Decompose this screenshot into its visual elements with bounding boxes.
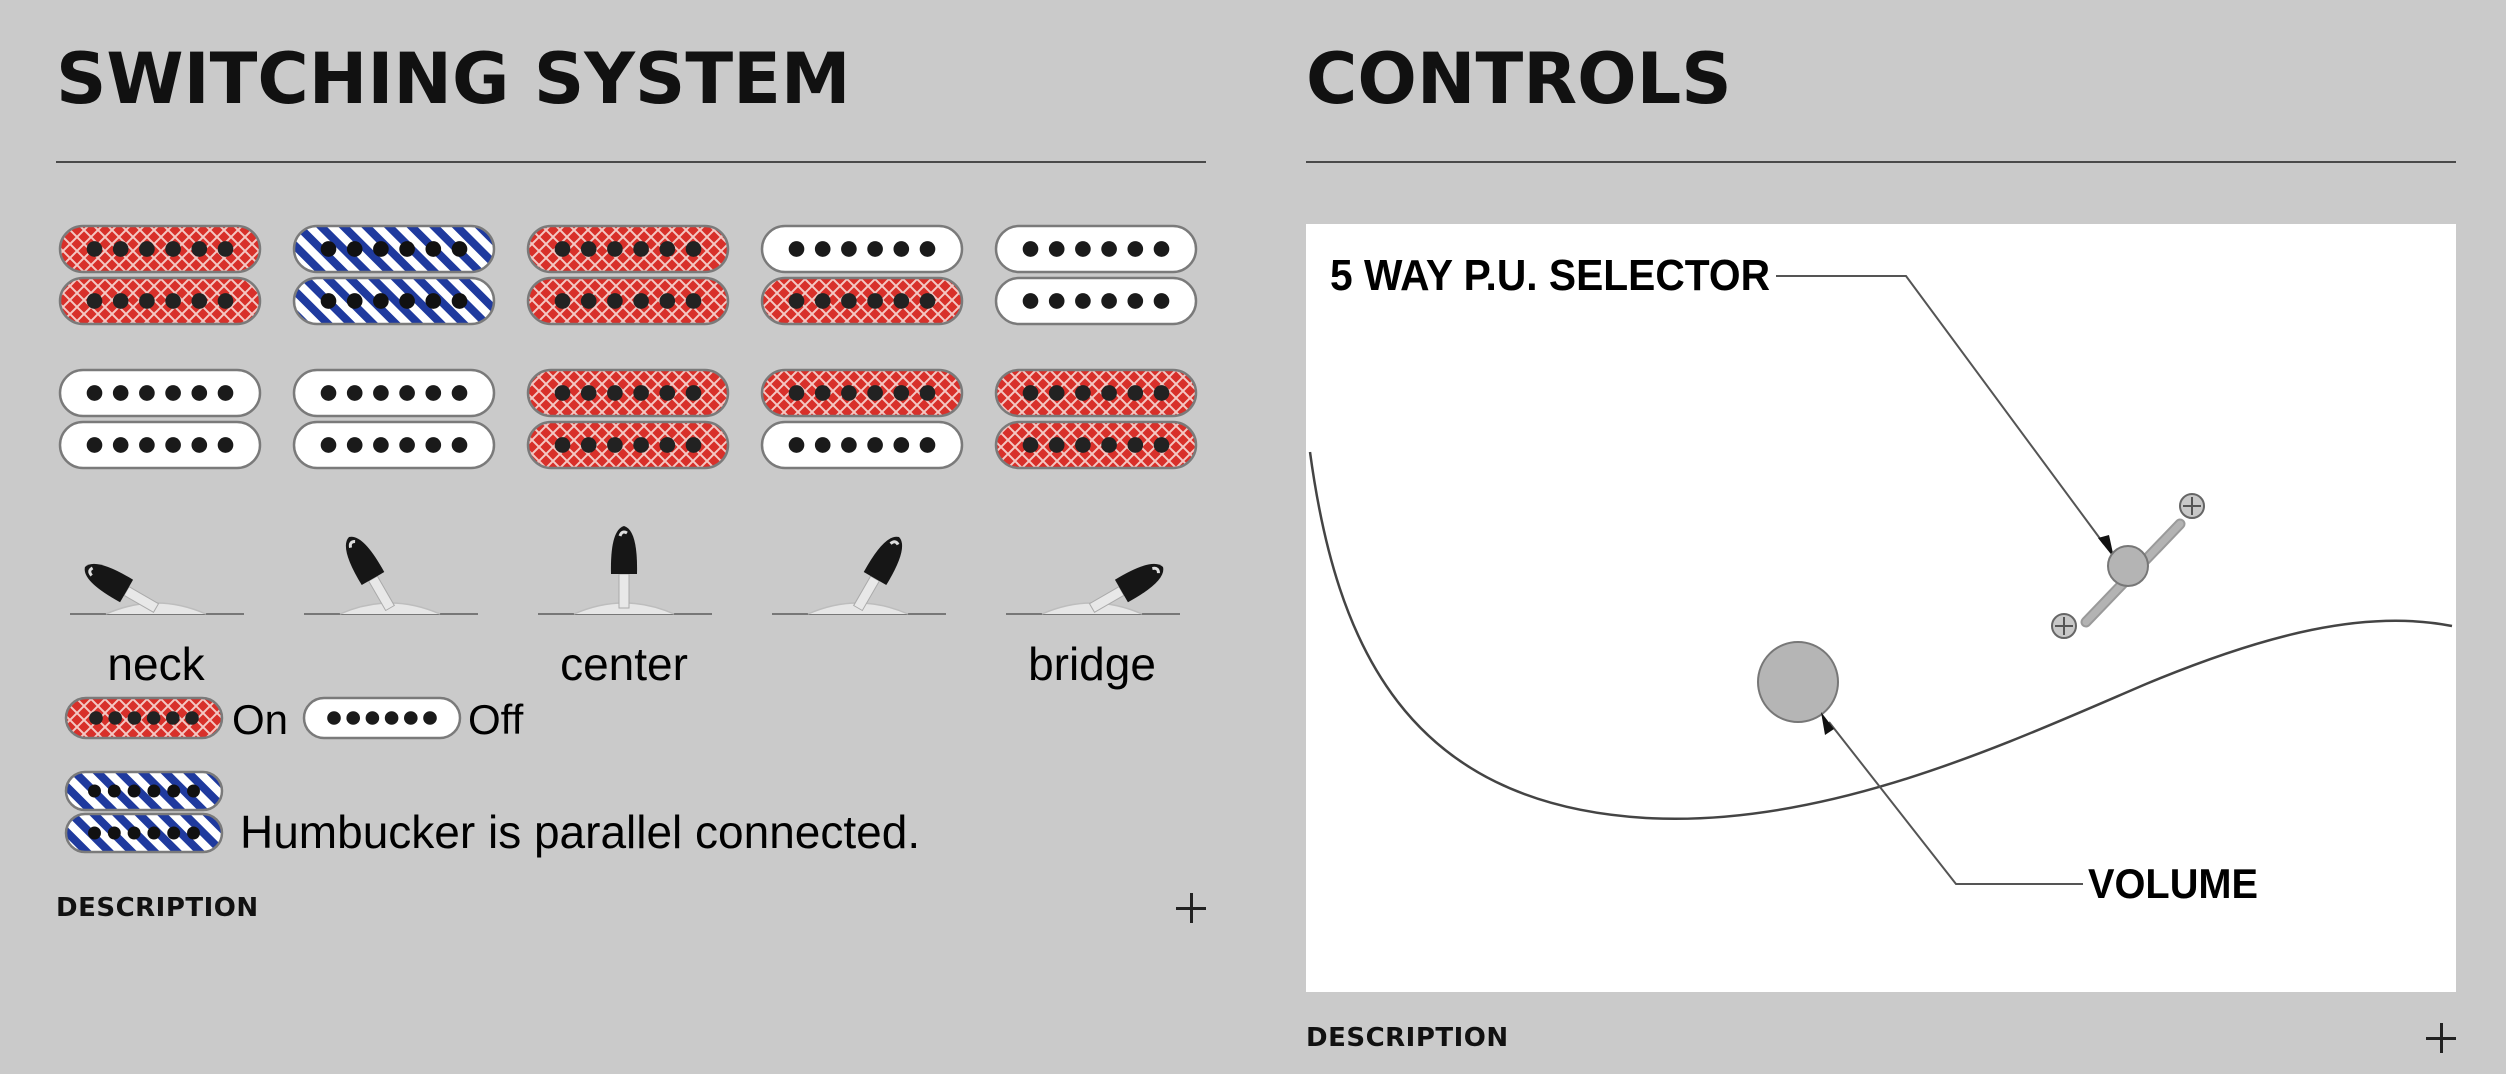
lower-pickup-bottom-coil xyxy=(994,420,1198,470)
upper-pickup-top-coil xyxy=(760,224,964,274)
upper-pickup-bottom-coil xyxy=(526,276,730,326)
lower-pickup-bottom-coil xyxy=(526,420,730,470)
legend-off-label: Off xyxy=(468,696,524,743)
lower-pickup-bottom-coil xyxy=(760,420,964,470)
selector-lever-icon xyxy=(538,526,712,615)
legend-on-swatch xyxy=(64,696,224,740)
switching-title-divider xyxy=(56,161,1206,163)
controls-diagram: 5 WAY P.U. SELECTOR VOLUME xyxy=(1306,224,2456,992)
switch-position-3 xyxy=(526,224,730,470)
selector-switch-icon xyxy=(2051,493,2205,639)
legend-parallel-bottom-coil xyxy=(64,812,224,854)
selector-leader-line xyxy=(1776,275,2105,545)
controls-section: CONTROLS 5 WAY P.U. SELECTOR xyxy=(1306,0,2456,1053)
upper-pickup-bottom-coil xyxy=(292,276,496,326)
switch-position-5 xyxy=(994,224,1198,470)
legend-on: On xyxy=(64,696,288,743)
legend-parallel: Humbucker is parallel connected. xyxy=(64,770,920,858)
upper-pickup-top-coil xyxy=(292,224,496,274)
selector-lever-icon xyxy=(304,536,478,615)
lower-pickup-top-coil xyxy=(292,368,496,418)
upper-pickup-bottom-coil xyxy=(58,276,262,326)
controls-diagram-svg: 5 WAY P.U. SELECTOR VOLUME xyxy=(1308,251,2453,907)
position-label: neck xyxy=(107,638,205,690)
volume-label: VOLUME xyxy=(2088,860,2258,907)
lower-pickup-top-coil xyxy=(58,368,262,418)
switching-system-title: SWITCHING SYSTEM xyxy=(56,38,851,120)
selector-lever-icon xyxy=(772,536,946,615)
upper-pickup-top-coil xyxy=(526,224,730,274)
position-label: bridge xyxy=(1028,638,1156,690)
selector-lever-icon xyxy=(1006,563,1180,615)
legend-off: Off xyxy=(302,696,524,743)
lower-pickup-bottom-coil xyxy=(58,420,262,470)
switch-position-2 xyxy=(292,224,496,470)
upper-pickup-top-coil xyxy=(58,224,262,274)
description-label: DESCRIPTION xyxy=(1306,1023,1509,1053)
controls-title: CONTROLS xyxy=(1306,38,1732,120)
volume-knob-icon xyxy=(1757,641,1839,723)
lower-pickup-top-coil xyxy=(760,368,964,418)
expand-plus-icon[interactable] xyxy=(1176,893,1206,923)
selector-lever-icon xyxy=(70,563,244,615)
switch-position-1 xyxy=(58,224,262,470)
volume-arrow-icon xyxy=(1821,712,1834,735)
legend-on-label: On xyxy=(232,696,288,743)
volume-leader-line xyxy=(1828,721,2083,885)
upper-pickup-bottom-coil xyxy=(994,276,1198,326)
guitar-body-outline xyxy=(1308,451,2453,821)
lower-pickup-bottom-coil xyxy=(292,420,496,470)
upper-pickup-bottom-coil xyxy=(760,276,964,326)
position-label: center xyxy=(560,638,688,690)
lower-pickup-top-coil xyxy=(994,368,1198,418)
switch-position-4 xyxy=(760,224,964,470)
controls-description-row[interactable]: DESCRIPTION xyxy=(1306,1018,2456,1058)
selector-arrow-icon xyxy=(2098,535,2114,558)
legend-off-swatch xyxy=(302,696,462,740)
lower-pickup-top-coil xyxy=(526,368,730,418)
legend-parallel-top-coil xyxy=(64,770,224,812)
switching-description-row[interactable]: DESCRIPTION xyxy=(56,888,1206,928)
upper-pickup-top-coil xyxy=(994,224,1198,274)
controls-title-divider xyxy=(1306,161,2456,163)
selector-label: 5 WAY P.U. SELECTOR xyxy=(1330,251,1770,300)
legend-parallel-label: Humbucker is parallel connected. xyxy=(240,806,920,858)
expand-plus-icon[interactable] xyxy=(2426,1023,2456,1053)
description-label: DESCRIPTION xyxy=(56,893,259,923)
